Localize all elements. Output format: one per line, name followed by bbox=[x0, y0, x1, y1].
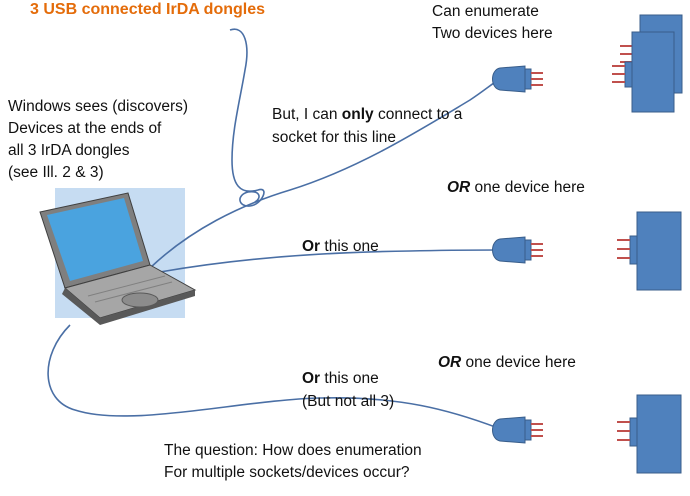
or-device-bottom: OR one device here bbox=[438, 352, 576, 373]
or-this-one-bottom-rest: this one bbox=[320, 370, 379, 387]
or-device-top-rest: one device here bbox=[470, 179, 585, 196]
question-line2: For multiple sockets/devices occur? bbox=[164, 464, 410, 481]
enumerate-note-line1: Can enumerate bbox=[432, 3, 539, 20]
line1-note-post: connect to a bbox=[373, 106, 463, 123]
irda-dongle-top bbox=[492, 65, 543, 93]
windows-note-line1: Windows sees (discovers) bbox=[8, 98, 189, 115]
laptop-icon bbox=[39, 192, 197, 325]
enumerate-note-line2: Two devices here bbox=[432, 25, 553, 42]
line1-note-bold: only bbox=[341, 106, 374, 123]
or-device-bottom-rest: one device here bbox=[461, 354, 576, 371]
line1-note-line1: But, I can only connect to a bbox=[272, 104, 462, 125]
question-line1: The question: How does enumeration bbox=[164, 442, 422, 459]
or-this-one-bottom-line2: (But not all 3) bbox=[302, 393, 395, 410]
irda-dongle-bottom bbox=[492, 416, 543, 444]
or-device-top-bold: OR bbox=[447, 179, 471, 196]
dongle-cord-tangle bbox=[229, 28, 265, 207]
usb-cable-middle bbox=[159, 249, 499, 273]
line1-note-pre: But, I can bbox=[272, 106, 342, 123]
or-this-one-middle: Or this one bbox=[302, 236, 379, 257]
diagram-title: 3 USB connected IrDA dongles bbox=[30, 1, 265, 18]
windows-note-line3: all 3 IrDA dongles bbox=[8, 142, 130, 159]
ir-device-top-front bbox=[612, 31, 675, 113]
or-this-one-middle-bold: Or bbox=[302, 238, 321, 255]
windows-note-line4: (see Ill. 2 & 3) bbox=[8, 164, 104, 181]
usb-cable-bottom bbox=[47, 324, 499, 429]
or-this-one-middle-rest: this one bbox=[320, 238, 379, 255]
or-this-one-bottom-bold: Or bbox=[302, 370, 321, 387]
ir-device-middle bbox=[617, 211, 682, 291]
irda-dongle-middle bbox=[492, 236, 543, 264]
line1-note-line2: socket for this line bbox=[272, 129, 397, 146]
or-device-bottom-bold: OR bbox=[438, 354, 462, 371]
windows-note-line2: Devices at the ends of bbox=[8, 120, 162, 137]
or-this-one-bottom: Or this one bbox=[302, 368, 379, 389]
or-device-top: OR one device here bbox=[447, 177, 585, 198]
ir-device-bottom bbox=[617, 394, 682, 474]
usb-cable-top bbox=[149, 78, 501, 269]
